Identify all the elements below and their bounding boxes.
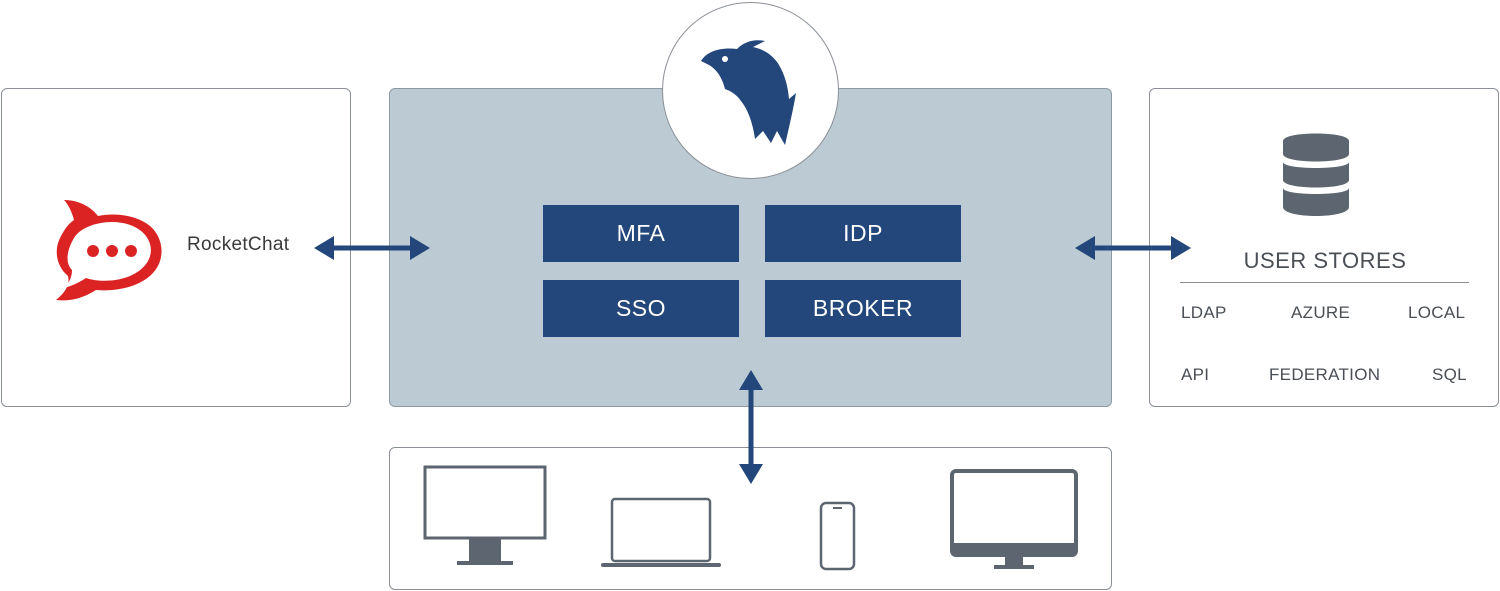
user-stores-divider xyxy=(1180,282,1469,283)
smartphone-icon xyxy=(819,501,856,571)
user-store-ldap: LDAP xyxy=(1181,303,1227,322)
rocketchat-logo-icon xyxy=(56,200,162,301)
feature-broker: BROKER xyxy=(765,280,961,337)
bird-logo-icon xyxy=(701,40,796,145)
vertical-double-arrow xyxy=(739,370,763,484)
user-store-sql: SQL xyxy=(1432,365,1467,384)
imac-icon xyxy=(950,469,1078,569)
client-app-label: RocketChat xyxy=(187,234,290,255)
user-store-federation: FEDERATION xyxy=(1269,365,1381,384)
right-double-arrow xyxy=(1075,236,1191,260)
gateway-logo xyxy=(662,2,839,179)
laptop-icon xyxy=(601,497,721,567)
feature-sso: SSO xyxy=(543,280,739,337)
user-store-azure: AZURE xyxy=(1291,303,1351,322)
user-store-local: LOCAL xyxy=(1408,303,1466,322)
left-double-arrow xyxy=(314,236,430,260)
user-store-api: API xyxy=(1181,365,1210,384)
feature-idp: IDP xyxy=(765,205,961,262)
database-icon xyxy=(1283,133,1349,216)
desktop-monitor-icon xyxy=(423,465,547,565)
feature-mfa: MFA xyxy=(543,205,739,262)
user-stores-title: USER STORES xyxy=(1243,248,1407,273)
